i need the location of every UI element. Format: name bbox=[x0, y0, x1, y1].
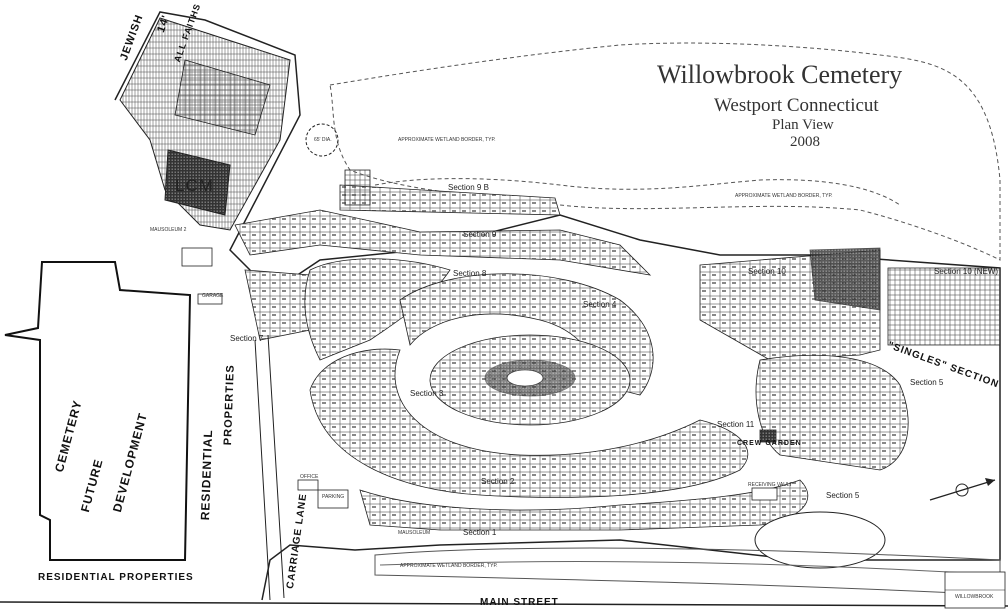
label-section-8: Section 8 bbox=[453, 269, 487, 278]
pond-clearing bbox=[754, 511, 886, 569]
future-development-boundary bbox=[4, 261, 192, 561]
carriage-lane bbox=[254, 334, 285, 601]
center-island bbox=[506, 369, 544, 387]
office-building bbox=[297, 479, 319, 491]
label-wetland-right: APPROXIMATE WETLAND BORDER, TYP. bbox=[735, 193, 833, 199]
wetland-border-bottom bbox=[374, 547, 1001, 596]
north-arrow-icon bbox=[929, 478, 996, 501]
block-section-10-new bbox=[887, 267, 1001, 346]
label-receiving-vault: RECEIVING VAULT bbox=[748, 482, 793, 488]
label-section-4: Section 4 bbox=[583, 300, 617, 309]
label-wetland-bottom: APPROXIMATE WETLAND BORDER, TYP. bbox=[400, 563, 498, 569]
label-section-9: Section 9 bbox=[463, 230, 497, 239]
block-section-10-dark bbox=[809, 247, 881, 311]
label-section-11: Section 11 bbox=[717, 420, 755, 429]
label-section-5-bottom: Section 5 bbox=[826, 491, 860, 500]
property-boundary bbox=[114, 11, 1001, 601]
label-section-9b: Section 9 B bbox=[448, 183, 489, 192]
label-65-dia: 65' DIA. bbox=[314, 137, 332, 143]
label-section-2: Section 2 bbox=[481, 477, 515, 486]
label-section-10-new: Section 10 (NEW) bbox=[934, 267, 999, 276]
label-garage: GARAGE bbox=[202, 293, 224, 299]
label-corner-stamp: WILLOWBROOK bbox=[955, 594, 994, 600]
hand-crew-garden: CREW GARDEN bbox=[737, 440, 802, 447]
label-section-7: Section 7 bbox=[230, 334, 264, 343]
map-year: 2008 bbox=[790, 134, 820, 150]
map-title: Willowbrook Cemetery bbox=[657, 60, 903, 89]
creek bbox=[379, 560, 1001, 576]
mausoleum-2-building bbox=[181, 247, 213, 267]
parking-lot bbox=[317, 489, 349, 509]
block-upper-dark bbox=[174, 59, 271, 136]
label-section-1: Section 1 bbox=[463, 528, 497, 537]
block-section-7 bbox=[244, 269, 311, 341]
block-section-2 bbox=[309, 348, 749, 498]
map-location: Westport Connecticut bbox=[714, 95, 879, 116]
crew-garden-plot bbox=[759, 429, 777, 443]
block-section-9 bbox=[234, 209, 652, 276]
main-street-line bbox=[0, 601, 1008, 607]
map-view: Plan View bbox=[772, 117, 834, 133]
label-mausoleum-small: MAUSOLEUM bbox=[398, 530, 431, 536]
label-section-3: Section 3 bbox=[410, 389, 444, 398]
block-section-9b bbox=[339, 184, 561, 216]
block-section-4 bbox=[399, 273, 654, 396]
label-mausoleum-2: MAUSOLEUM 2 bbox=[150, 227, 187, 233]
label-section-10: Section 10 bbox=[748, 267, 786, 276]
block-jewish-allfaiths bbox=[119, 17, 291, 231]
label-section-5-right: Section 5 bbox=[910, 378, 944, 387]
receiving-vault-building bbox=[751, 487, 778, 501]
block-9b-small bbox=[344, 169, 371, 206]
hand-lcm: LCM bbox=[175, 176, 214, 195]
label-office: OFFICE bbox=[300, 474, 319, 480]
circle-65-dia bbox=[305, 123, 339, 157]
label-wetland-top: APPROXIMATE WETLAND BORDER, TYP. bbox=[398, 137, 496, 143]
label-parking: PARKING bbox=[322, 494, 345, 500]
hand-residential-bottom: RESIDENTIAL PROPERTIES bbox=[38, 572, 194, 583]
garage-building bbox=[197, 293, 223, 305]
hand-main-street: MAIN STREET bbox=[480, 597, 559, 608]
block-lcm bbox=[164, 149, 231, 216]
block-section-5 bbox=[755, 354, 909, 471]
